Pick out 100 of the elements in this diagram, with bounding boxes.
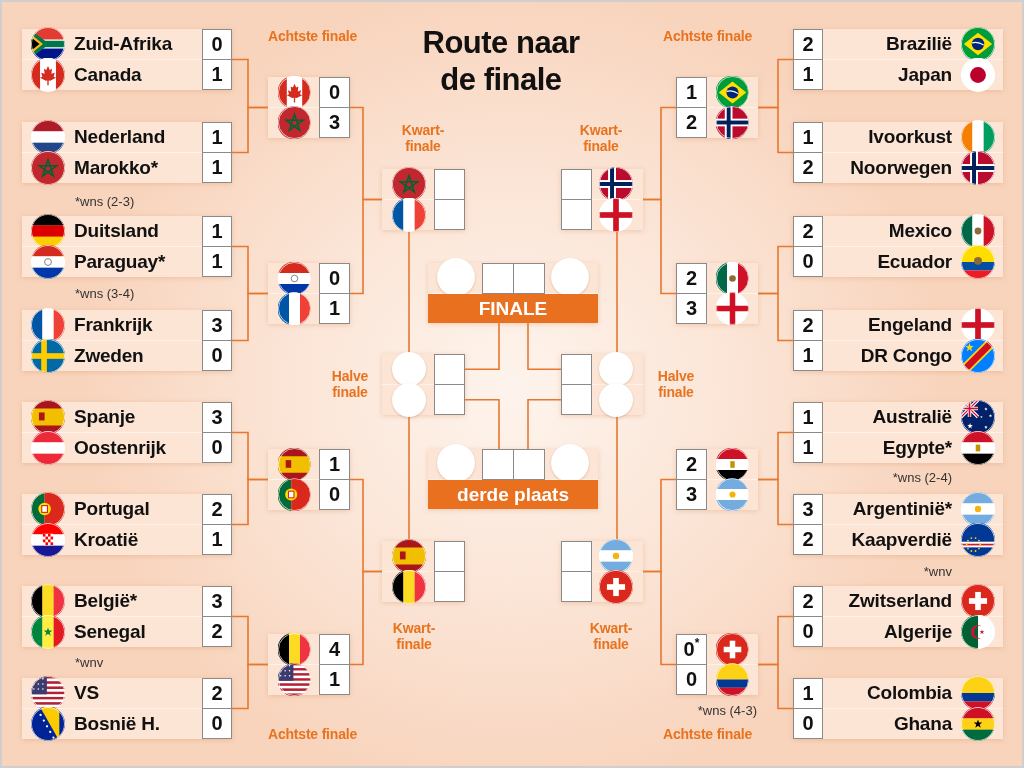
bracket-line: [757, 663, 794, 710]
bracket-line: [464, 398, 500, 450]
score: 0: [202, 29, 232, 60]
bracket-line: [642, 198, 677, 295]
match-card: [22, 678, 232, 739]
round-label: Kwart- finale: [400, 122, 446, 154]
team-name: Ivoorkust: [868, 125, 952, 149]
score: 1: [319, 664, 350, 695]
team-name: Egypte*: [882, 435, 952, 460]
round-banner: derde plaats: [428, 480, 598, 509]
score: 0: [202, 340, 232, 371]
match-card: [561, 541, 643, 602]
match-card: [676, 77, 758, 138]
team-name: Oostenrijk: [74, 435, 166, 460]
bracket-line: [349, 198, 383, 295]
team-name: Canada: [74, 62, 142, 87]
score: 1: [793, 432, 823, 463]
team-name: Duitsland: [74, 219, 159, 243]
team-name: Portugal: [74, 497, 150, 521]
score: 0: [319, 77, 350, 108]
bracket-line: [408, 414, 410, 542]
team-name: Bosnië H.: [74, 711, 160, 736]
round-label: Kwart- finale: [588, 620, 634, 652]
match-card: [268, 634, 350, 695]
footnote: *wns (3-4): [75, 286, 135, 301]
score: 1: [793, 122, 823, 153]
bracket-line: [349, 570, 383, 666]
match-card: [268, 263, 350, 324]
score: 3: [676, 479, 707, 510]
bracket-line: [616, 414, 618, 542]
team-name: Algerije: [883, 619, 952, 644]
match-card: [22, 122, 232, 183]
score: 2: [202, 616, 232, 647]
team-name: Senegal: [74, 619, 146, 644]
score: 3: [202, 402, 232, 433]
team-name: Brazilië: [886, 32, 952, 56]
team-name: Marokko*: [74, 155, 158, 180]
round-label: Halve finale: [656, 368, 696, 400]
score: 2: [676, 107, 707, 138]
match-card: [268, 449, 350, 510]
score: 0: [793, 616, 823, 647]
score: 1: [793, 340, 823, 371]
score: 1: [793, 678, 823, 709]
match-card: [793, 310, 1003, 371]
bracket-line: [616, 229, 618, 355]
team-name: Zwitserland: [848, 589, 952, 613]
team-name: Kroatië: [74, 527, 139, 552]
match-card: [382, 169, 465, 230]
score: 2: [676, 449, 707, 480]
bracket-line: [464, 322, 500, 371]
score: 0: [319, 479, 350, 510]
bracket-line: [231, 478, 269, 526]
score: 3: [202, 586, 232, 617]
bracket-line: [527, 398, 562, 450]
match-card: [793, 216, 1003, 277]
team-name: Mexico: [888, 219, 952, 243]
team-name: DR Congo: [860, 343, 952, 368]
team-name: Australië: [872, 405, 952, 429]
round-label: Achtste finale: [268, 28, 357, 44]
bracket-line: [231, 106, 269, 154]
score: 0: [319, 263, 350, 294]
team-name: Argentinië*: [852, 497, 952, 521]
match-card: [793, 494, 1003, 555]
score: 3: [319, 107, 350, 138]
match-card: [793, 122, 1003, 183]
score: 1: [202, 216, 232, 247]
bracket-line: [642, 570, 677, 666]
score: 0: [202, 708, 232, 739]
match-card: [268, 77, 350, 138]
team-name: Paraguay*: [74, 249, 166, 274]
team-name: Ghana: [893, 711, 952, 736]
score: 1: [793, 59, 823, 90]
bracket-line: [757, 292, 794, 342]
team-name: Nederland: [74, 125, 166, 149]
team-name: Frankrijk: [74, 313, 153, 337]
score: 1: [202, 152, 232, 183]
bracket-line: [408, 229, 410, 355]
bracket-line: [757, 478, 794, 526]
score: 2: [793, 310, 823, 341]
team-name: Colombia: [867, 681, 952, 705]
score: 1: [202, 122, 232, 153]
score: 1: [676, 77, 707, 108]
team-name: Engeland: [868, 313, 952, 337]
score: 4: [319, 634, 350, 665]
match-card: [793, 402, 1003, 463]
score: 2: [202, 494, 232, 525]
team-name: België*: [74, 589, 137, 613]
bracket-line: [527, 322, 562, 371]
round-label: Achtste finale: [663, 28, 752, 44]
footnote: *wns (2-3): [75, 194, 135, 209]
match-card: [22, 216, 232, 277]
team-name: Zweden: [74, 343, 144, 368]
round-banner: FINALE: [428, 294, 598, 323]
team-name: Zuid-Afrika: [74, 32, 173, 56]
footnote: *wns (2-4): [892, 470, 952, 485]
score: 2: [676, 263, 707, 294]
round-label: Kwart- finale: [578, 122, 624, 154]
footnote: *wnv: [923, 564, 952, 579]
match-card: [793, 586, 1003, 647]
match-card: [22, 29, 232, 90]
